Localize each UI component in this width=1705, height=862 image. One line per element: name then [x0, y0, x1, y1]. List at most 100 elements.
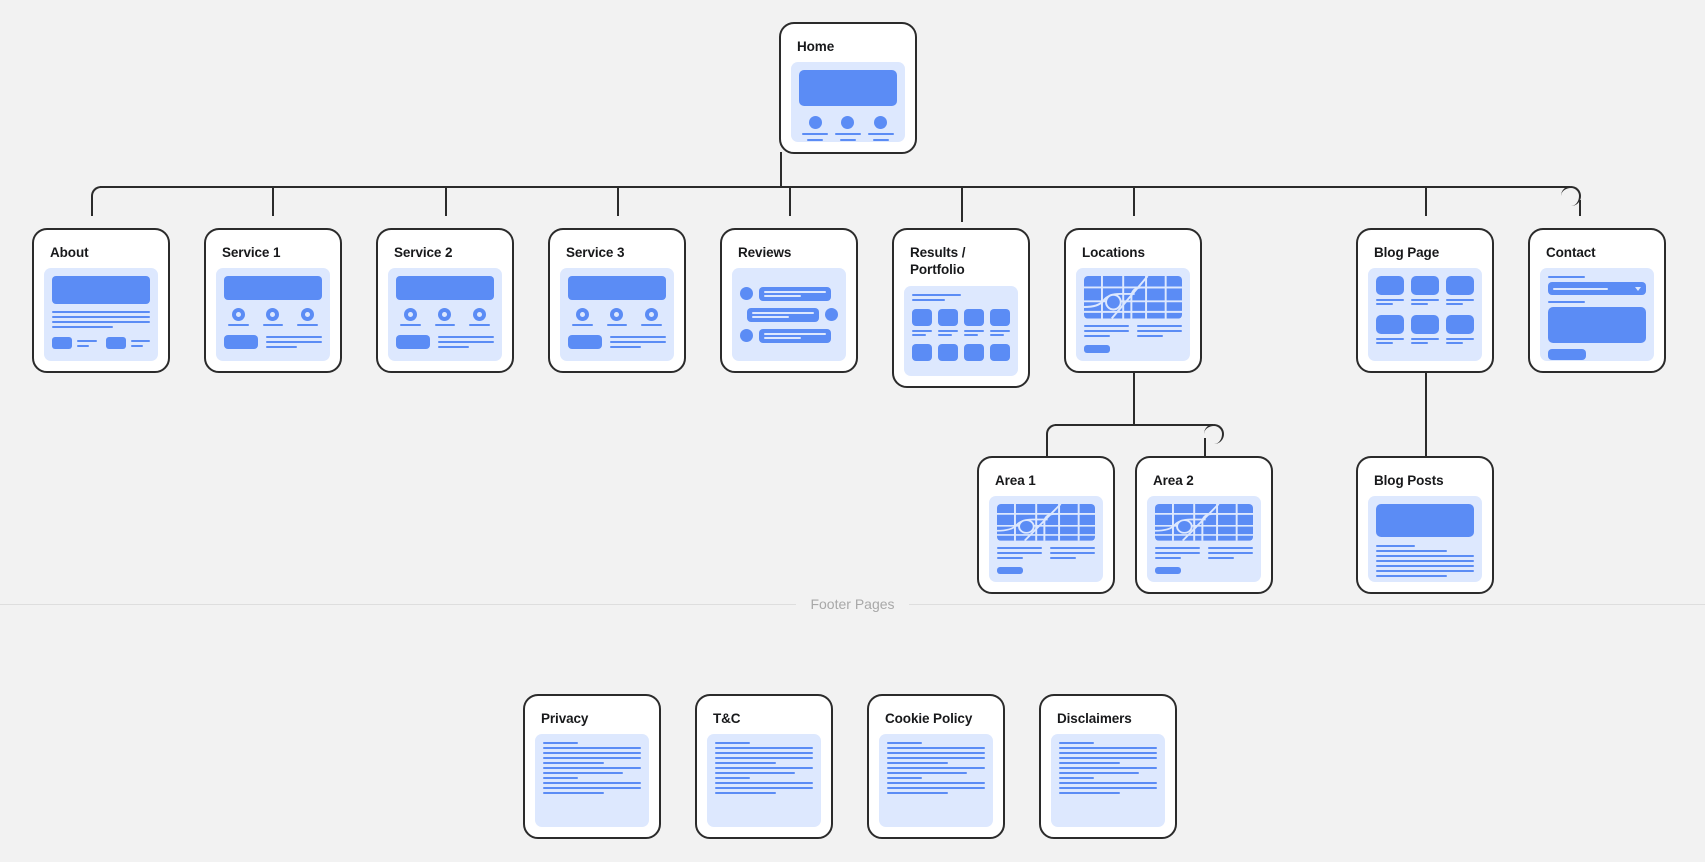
- map-button-block: [997, 566, 1023, 574]
- node-card-blog-posts[interactable]: Blog Posts: [1356, 456, 1494, 594]
- map-icon: [1155, 504, 1253, 541]
- thumbnail-results-portfolio: [904, 285, 1018, 376]
- hero-block: [52, 276, 150, 305]
- portfolio-grid: [912, 308, 1010, 365]
- portfolio-item: [990, 343, 1010, 365]
- thumbnail-service-1: [216, 268, 330, 361]
- badge-icon: [610, 308, 624, 322]
- service-badge: [224, 308, 253, 327]
- thumbnail-blog-posts: [1368, 496, 1482, 582]
- node-title-results-portfolio: Results / Portfolio: [904, 240, 1018, 286]
- node-card-contact[interactable]: Contact: [1528, 228, 1666, 373]
- cta-button-block: [396, 335, 430, 350]
- hero-banner-block: [799, 70, 897, 107]
- node-title-line-1: Results /: [910, 245, 966, 260]
- service-badge: [465, 308, 494, 327]
- blog-post-grid: [1376, 276, 1474, 346]
- node-title-blog-page: Blog Page: [1374, 245, 1440, 260]
- node-title-service-1: Service 1: [222, 245, 281, 260]
- connector-blog-stem: [1425, 372, 1427, 456]
- cta-row: [568, 335, 666, 351]
- node-card-service-3[interactable]: Service 3: [548, 228, 686, 373]
- review-bubble: [759, 328, 831, 343]
- map-icon: [1084, 276, 1182, 319]
- map-wireframe: [1084, 276, 1182, 353]
- node-card-privacy[interactable]: Privacy: [523, 694, 661, 839]
- avatar-icon: [825, 308, 838, 322]
- node-card-results-portfolio[interactable]: Results / Portfolio: [892, 228, 1030, 388]
- node-card-area-1[interactable]: Area 1: [977, 456, 1115, 594]
- connector-drop-area-1: [1046, 438, 1048, 456]
- review-bubble: [747, 307, 819, 322]
- node-card-cookie-policy[interactable]: Cookie Policy: [867, 694, 1005, 839]
- node-card-home[interactable]: Home: [779, 22, 917, 154]
- connector-drop-reviews: [789, 186, 791, 216]
- thumbnail-area-1: [989, 496, 1103, 582]
- portfolio-item: [938, 308, 958, 338]
- node-card-tc[interactable]: T&C: [695, 694, 833, 839]
- footer-pages-divider: Footer Pages: [0, 596, 1705, 612]
- service-badge: [430, 308, 459, 327]
- connector-locations-stem: [1133, 372, 1135, 424]
- paragraph-lines: [52, 311, 150, 329]
- blog-post-item: [1411, 276, 1439, 307]
- node-title-service-3: Service 3: [566, 245, 625, 260]
- avatar-block: [105, 337, 126, 350]
- avatar-icon: [740, 287, 753, 301]
- service-badge: [396, 308, 425, 327]
- connector-drop-results: [961, 186, 963, 222]
- thumbnail-tc: [707, 734, 821, 827]
- connector-main-bus: [100, 186, 1570, 188]
- node-card-reviews[interactable]: Reviews: [720, 228, 858, 373]
- node-title-home: Home: [797, 39, 835, 54]
- circle-icon: [841, 116, 855, 130]
- thumbnail-privacy: [535, 734, 649, 827]
- node-card-locations[interactable]: Locations: [1064, 228, 1202, 373]
- circle-icon: [808, 116, 822, 130]
- node-card-disclaimers[interactable]: Disclaimers: [1039, 694, 1177, 839]
- connector-drop-service-2: [445, 186, 447, 216]
- node-title-contact: Contact: [1546, 245, 1596, 260]
- form-label-line: [1548, 276, 1586, 279]
- map-wireframe: [1155, 504, 1253, 574]
- map-wireframe: [997, 504, 1095, 574]
- feature-icon: [867, 116, 894, 142]
- portfolio-heading-lines: [912, 293, 1010, 301]
- node-card-about[interactable]: About: [32, 228, 170, 373]
- badge-icon: [232, 308, 246, 322]
- thumbnail-blog-page: [1368, 268, 1482, 361]
- connector-area1-corner: [1046, 424, 1066, 444]
- blog-post-item: [1376, 315, 1404, 346]
- service-badge: [602, 308, 631, 327]
- connector-bus-left-corner: [91, 186, 111, 206]
- connector-drop-area-2: [1204, 438, 1206, 456]
- node-card-service-1[interactable]: Service 1: [204, 228, 342, 373]
- node-card-blog-page[interactable]: Blog Page: [1356, 228, 1494, 373]
- node-title-area-2: Area 2: [1153, 473, 1194, 488]
- feature-icon: [834, 116, 861, 142]
- select-field-block: [1548, 282, 1646, 296]
- testimonial-item: [740, 328, 838, 343]
- map-button-block: [1155, 566, 1181, 574]
- testimonial-item: [740, 307, 838, 322]
- connector-home-stem: [780, 152, 782, 186]
- connector-drop-service-1: [272, 186, 274, 216]
- cta-row: [396, 335, 494, 351]
- team-member: [105, 337, 150, 350]
- service-badge-row: [568, 308, 666, 327]
- blog-post-item: [1376, 276, 1404, 307]
- node-card-area-2[interactable]: Area 2: [1135, 456, 1273, 594]
- node-card-service-2[interactable]: Service 2: [376, 228, 514, 373]
- hero-block: [396, 276, 494, 301]
- hero-block: [224, 276, 322, 301]
- portfolio-item: [990, 308, 1010, 338]
- testimonial-item: [740, 286, 838, 301]
- blog-post-item: [1446, 276, 1474, 307]
- feature-icon: [802, 116, 829, 142]
- blog-post-item: [1446, 315, 1474, 346]
- thumbnail-reviews: [732, 268, 846, 361]
- connector-drop-contact: [1579, 200, 1581, 216]
- footer-pages-label: Footer Pages: [810, 596, 895, 612]
- node-title-blog-posts: Blog Posts: [1374, 473, 1444, 488]
